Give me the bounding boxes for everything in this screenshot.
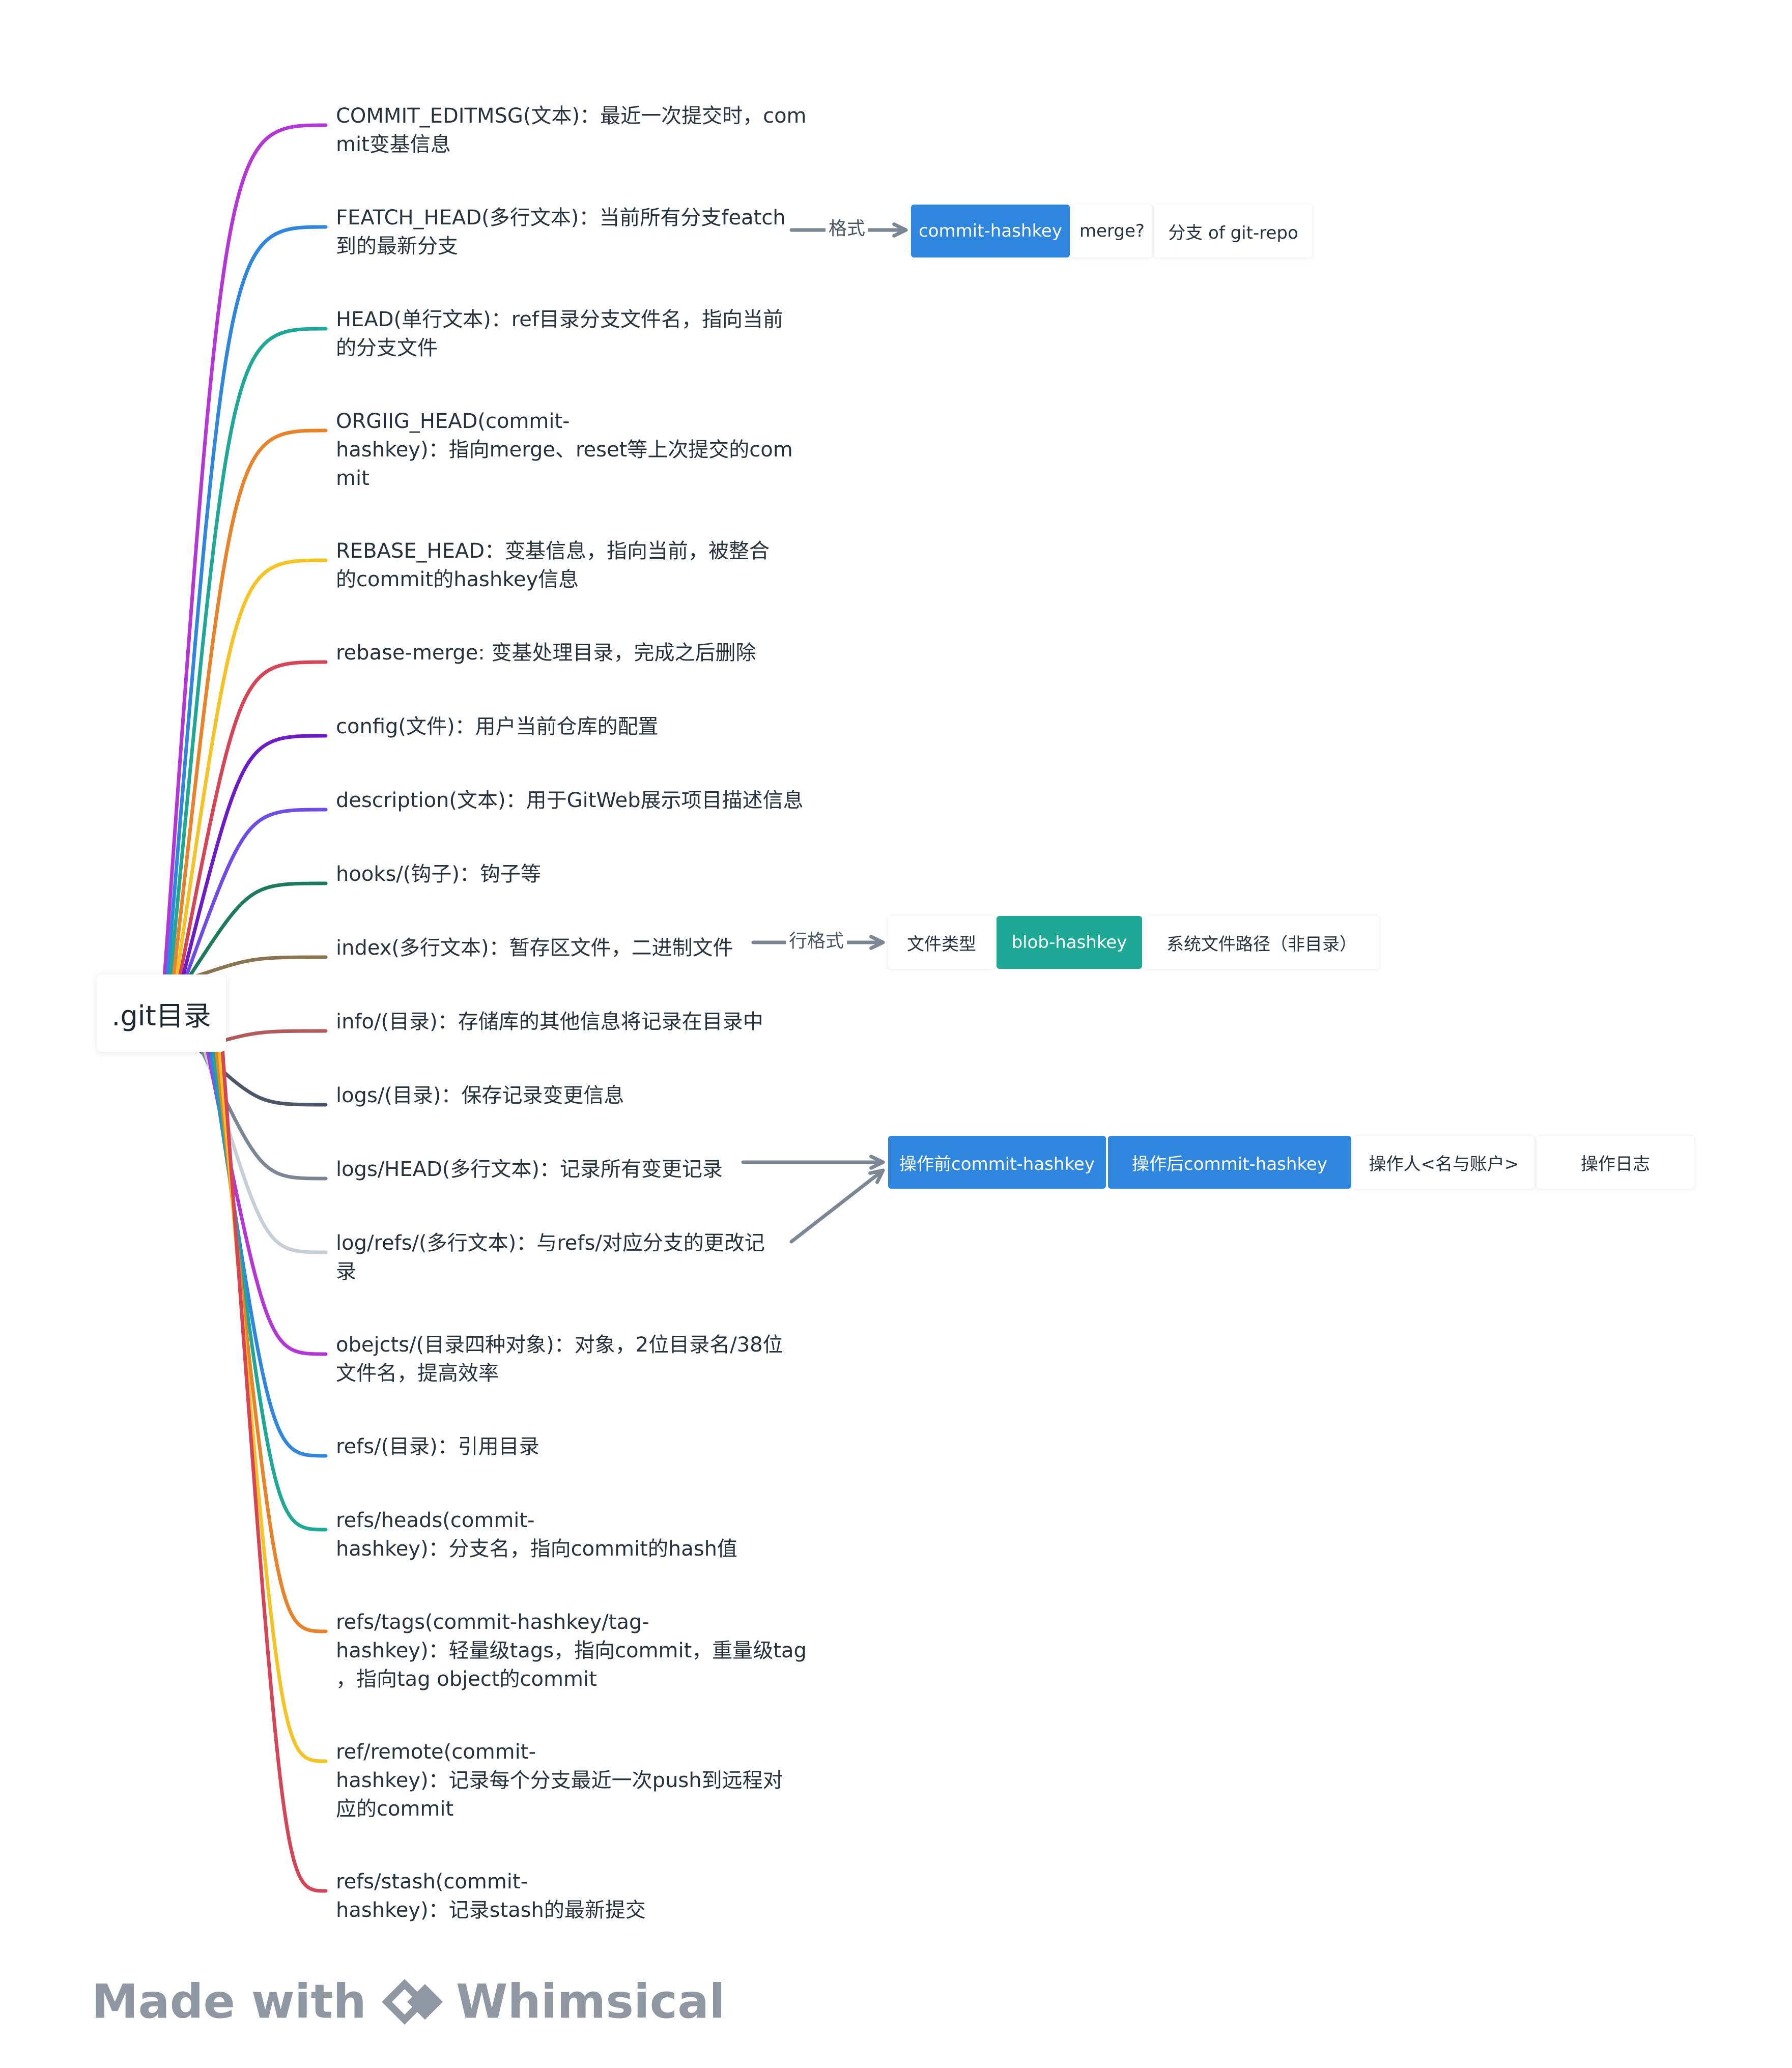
branch-node-16[interactable]: refs/heads(commit- hashkey)：分支名，指向commit… xyxy=(336,1509,737,1561)
branch-node-18[interactable]: ref/remote(commit- hashkey)：记录每个分支最近一次pu… xyxy=(336,1740,783,1821)
branch-node-6[interactable]: config(文件)：用户当前仓库的配置 xyxy=(336,715,659,738)
index-format-file-type[interactable]: 文件类型 xyxy=(888,916,995,969)
watermark: Made with Whimsical xyxy=(92,1974,725,2029)
index-format-blob-hashkey[interactable]: blob-hashkey xyxy=(997,916,1142,969)
logs-format-before-hashkey[interactable]: 操作前commit-hashkey xyxy=(888,1136,1106,1189)
branch-connector-4 xyxy=(175,558,328,980)
fetch-format-arrow-head xyxy=(892,222,908,238)
fetch-format-branch-repo[interactable]: 分支 of git-repo xyxy=(1154,205,1312,257)
branch-node-10[interactable]: info/(目录)：存储库的其他信息将记录在目录中 xyxy=(336,1010,763,1033)
fetch-format-merge[interactable]: merge? xyxy=(1072,205,1152,257)
branch-node-12[interactable]: logs/HEAD(多行文本)：记录所有变更记录 xyxy=(336,1158,723,1181)
watermark-made-with: Made with xyxy=(92,1974,366,2029)
branch-node-11[interactable]: logs/(目录)：保存记录变更信息 xyxy=(336,1084,624,1107)
branch-connector-8 xyxy=(187,881,328,980)
branch-connector-9 xyxy=(190,955,328,980)
log-refs-format-arrow xyxy=(789,1168,885,1244)
fetch-format-edge-label: 格式 xyxy=(826,218,869,240)
branch-node-9[interactable]: index(多行文本)：暂存区文件，二进制文件 xyxy=(336,936,733,960)
branch-connector-7 xyxy=(184,808,328,980)
branch-node-5[interactable]: rebase-merge: 变基处理目录，完成之后删除 xyxy=(336,641,756,665)
branch-connector-0 xyxy=(162,123,328,980)
watermark-brand: Whimsical xyxy=(456,1974,725,2029)
branch-connector-17 xyxy=(214,1047,328,1633)
branch-node-1[interactable]: FEATCH_HEAD(多行文本)：当前所有分支featch 到的最新分支 xyxy=(336,206,786,258)
branch-node-4[interactable]: REBASE_HEAD：变基信息，指向当前，被整合 的commit的hashke… xyxy=(336,539,770,591)
index-format-arrow-head xyxy=(869,935,885,950)
logs-format-after-hashkey[interactable]: 操作后commit-hashkey xyxy=(1108,1136,1351,1189)
whimsical-logo-icon xyxy=(382,1978,443,2025)
index-format-edge-label: 行格式 xyxy=(786,930,847,953)
log-refs-format-arrow-head xyxy=(868,1168,885,1184)
branch-connector-16 xyxy=(211,1047,328,1532)
logs-head-format-arrow-head xyxy=(869,1155,885,1170)
branch-node-3[interactable]: ORGIIG_HEAD(commit- hashkey)：指向merge、res… xyxy=(336,410,793,490)
branch-node-19[interactable]: refs/stash(commit- hashkey)：记录stash的最新提交 xyxy=(336,1870,646,1922)
branch-node-8[interactable]: hooks/(钩子)：钩子等 xyxy=(336,863,541,886)
branch-node-13[interactable]: log/refs/(多行文本)：与refs/对应分支的更改记 录 xyxy=(336,1231,765,1283)
branch-node-7[interactable]: description(文本)：用于GitWeb展示项目描述信息 xyxy=(336,789,804,812)
branch-connector-3 xyxy=(172,428,328,980)
branch-connector-2 xyxy=(168,327,328,980)
branch-node-17[interactable]: refs/tags(commit-hashkey/tag- hashkey)：轻… xyxy=(336,1611,807,1691)
branch-node-14[interactable]: obejcts/(目录四种对象)：对象，2位目录名/38位 文件名，提高效率 xyxy=(336,1333,783,1385)
logs-format-operator[interactable]: 操作人<名与账户> xyxy=(1353,1136,1534,1189)
root-node[interactable]: .git目录 xyxy=(97,974,226,1052)
branch-connector-6 xyxy=(181,734,328,980)
branch-connector-19 xyxy=(220,1047,328,1893)
branch-node-15[interactable]: refs/(目录)：引用目录 xyxy=(336,1435,539,1458)
branch-node-0[interactable]: COMMIT_EDITMSG(文本)：最近一次提交时，com mit变基信息 xyxy=(336,104,807,156)
branch-connector-1 xyxy=(165,225,328,980)
fetch-format-commit-hashkey[interactable]: commit-hashkey xyxy=(911,205,1070,257)
logs-format-log-message[interactable]: 操作日志 xyxy=(1537,1136,1694,1189)
index-format-file-path[interactable]: 系统文件路径（非目录） xyxy=(1144,916,1379,969)
branch-connector-5 xyxy=(178,660,328,980)
branch-node-2[interactable]: HEAD(单行文本)：ref目录分支文件名，指向当前 的分支文件 xyxy=(336,308,783,360)
